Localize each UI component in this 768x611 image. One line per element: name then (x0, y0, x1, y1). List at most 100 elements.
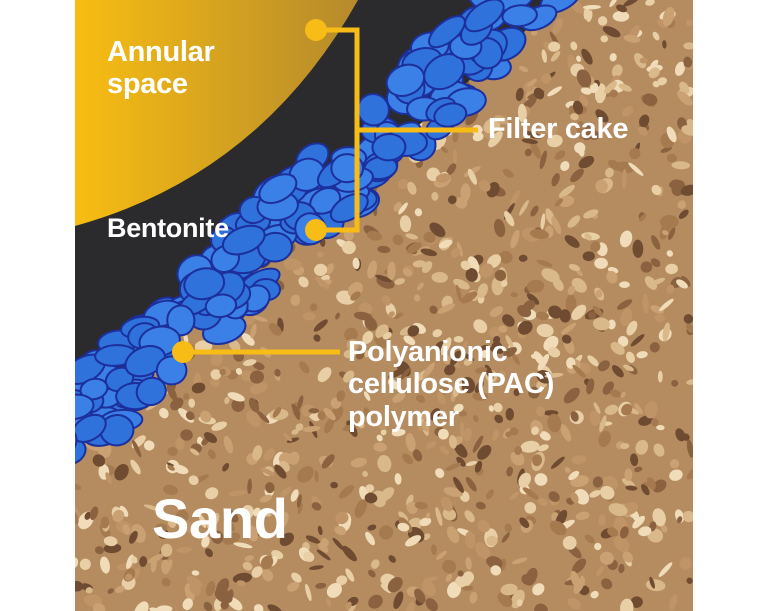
sand-grain (231, 398, 245, 412)
sand-grain (405, 601, 415, 611)
sand-grain (315, 582, 327, 589)
sand-grain (447, 195, 457, 205)
sand-grain (440, 337, 452, 356)
sand-grain (602, 26, 621, 38)
sand-grain (350, 457, 367, 468)
sand-grain (548, 491, 560, 502)
sand-grain (364, 492, 378, 504)
sand-grain (125, 573, 133, 581)
label-filter-cake: Filter cake (488, 113, 629, 145)
sand-grain (79, 558, 91, 570)
sand-grain (188, 475, 199, 486)
bentonite-particle (75, 413, 107, 443)
sand-grain (576, 55, 582, 63)
sand-grain (581, 48, 593, 65)
sand-grain (366, 230, 383, 241)
sand-grain (565, 294, 577, 314)
sand-grain (592, 476, 603, 488)
sand-grain (223, 516, 235, 532)
sand-grain (641, 484, 650, 496)
sand-grain (335, 511, 349, 525)
sand-grain (669, 179, 680, 188)
sand-grain (652, 508, 666, 527)
sand-grain (567, 285, 576, 296)
sand-grain (570, 411, 579, 422)
sand-grain (658, 562, 673, 577)
sand-grain (494, 218, 506, 238)
sand-grain (465, 476, 477, 492)
sand-grain (503, 346, 517, 358)
sand-grain (572, 100, 584, 115)
sand-grain (475, 501, 486, 510)
sand-grain (478, 179, 491, 192)
sand-grain (498, 251, 513, 264)
sand-grain (656, 425, 665, 431)
sand-grain (456, 456, 466, 467)
sand-grain (397, 522, 410, 532)
sand-grain (248, 397, 260, 413)
sand-grain (558, 195, 575, 207)
sand-grain (679, 81, 690, 94)
sand-grain (479, 263, 494, 279)
sand-grain (686, 577, 693, 584)
sand-grain (414, 208, 423, 217)
sand-grain (488, 326, 501, 338)
sand-grain (387, 576, 403, 593)
sand-grain (572, 364, 586, 378)
sand-grain (84, 511, 92, 520)
sand-grain (207, 449, 216, 460)
bentonite-particle (155, 355, 188, 386)
sand-grain (616, 4, 627, 13)
sand-grain (377, 420, 388, 430)
bentonite-particle (75, 438, 87, 465)
sand-grain (489, 306, 504, 317)
sand-grain (188, 398, 196, 408)
sand-grain (398, 202, 408, 215)
sand-grain (309, 565, 324, 570)
sand-grain (209, 377, 220, 388)
sand-grain (562, 535, 577, 550)
sand-grain (517, 103, 527, 123)
sand-grain (571, 455, 587, 465)
sand-grain (548, 41, 561, 52)
bentonite-particle (257, 231, 293, 263)
sand-grain (634, 466, 643, 473)
sand-grain (544, 122, 558, 136)
sand-grain (589, 410, 601, 426)
sand-grain (649, 342, 660, 353)
sand-grain (75, 580, 84, 592)
sand-grain (414, 588, 426, 603)
sand-grain (549, 520, 567, 536)
sand-grain (405, 233, 418, 240)
sand-grain (510, 229, 520, 249)
sand-grain (518, 65, 529, 73)
sand-grain (453, 278, 470, 290)
sand-grain (676, 90, 693, 106)
sand-grain (529, 229, 549, 239)
sand-grain (674, 61, 686, 76)
sand-grain (160, 543, 173, 557)
sand-grain (649, 576, 655, 589)
sand-grain (375, 274, 392, 283)
sand-grain (686, 467, 693, 480)
sand-grain (502, 314, 515, 327)
sand-grain (425, 512, 431, 519)
sand-grain (314, 263, 328, 276)
sand-grain (564, 467, 571, 473)
sand-grain (671, 161, 691, 170)
sand-grain (597, 16, 608, 26)
sand-grain (423, 533, 431, 540)
sand-grain (639, 214, 647, 222)
sand-grain (122, 524, 131, 535)
sand-grain (666, 250, 674, 257)
sand-grain (159, 408, 169, 419)
sand-grain (459, 421, 465, 438)
sand-grain (532, 454, 543, 467)
sand-grain (571, 304, 587, 321)
sand-grain (200, 410, 212, 423)
sand-grain (457, 570, 464, 577)
sand-grain (570, 492, 579, 504)
sand-grain (453, 441, 468, 458)
sand-grain (473, 415, 479, 423)
sand-grain (334, 525, 347, 536)
